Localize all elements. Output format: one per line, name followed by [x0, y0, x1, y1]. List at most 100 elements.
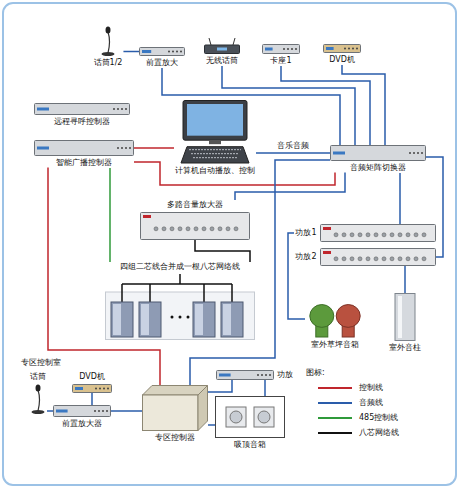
legend-label: 485控制线 [358, 413, 399, 423]
device-icon [305, 300, 365, 338]
region-label: 专区控制室 [20, 358, 62, 368]
device-display [219, 374, 231, 377]
amplifier-knob [342, 233, 346, 237]
cable-connector [111, 410, 142, 412]
device-drawing [320, 248, 436, 266]
amplifier-knob [334, 257, 338, 261]
device-icon [204, 38, 240, 54]
device-icon [105, 274, 255, 340]
device-display [265, 48, 273, 51]
device-knob [103, 387, 105, 389]
mic-head [36, 384, 41, 391]
antenna [233, 38, 235, 45]
network-wire [122, 283, 232, 285]
controller-side [198, 386, 208, 431]
legend-swatch [318, 432, 352, 434]
device-label: 远程寻呼控制器 [53, 117, 111, 127]
device-node: DVD机 [323, 44, 361, 65]
device-label: 无线话筒 [205, 56, 239, 66]
speaker-face [195, 304, 203, 335]
device-knob [125, 108, 127, 110]
amplifier-knob [406, 257, 410, 261]
device-label: 智能广播控制器 [55, 158, 113, 168]
amplifier-knob [154, 226, 158, 230]
cable-connector [47, 410, 53, 412]
amplifier-knob [422, 233, 426, 237]
classroom-speaker [193, 302, 215, 337]
device-node: 远程寻呼控制器 [34, 103, 130, 127]
amplifier-knob [382, 257, 386, 261]
cable-connector [208, 424, 215, 426]
network-wire [121, 284, 123, 302]
device-node: DVD机 [72, 372, 112, 393]
ellipsis-dot [179, 315, 182, 318]
lawn-speaker-cap [310, 305, 334, 328]
cable-connector [281, 66, 370, 145]
device-knob [344, 48, 346, 50]
device-label: 室外草坪音箱 [310, 340, 360, 350]
device-icon [53, 405, 111, 417]
device-node: 室外草坪音箱 [305, 300, 365, 350]
device-node: 音频矩阵切换器 [330, 145, 426, 173]
device-node: 前置放大器 [53, 405, 111, 429]
device-node: 室外音柱 [388, 293, 422, 353]
legend-row: 八芯网络线 [318, 428, 400, 438]
device-node: 功放 [216, 370, 294, 380]
keyboard-keys [193, 157, 237, 158]
legend-label: 音频线 [358, 398, 384, 408]
amplifier-knob [202, 226, 206, 230]
amplifier-knob [170, 226, 174, 230]
device-knob [421, 152, 423, 154]
device-body [331, 146, 426, 161]
legend-swatch [318, 387, 352, 389]
ceiling-speaker-cone [230, 411, 242, 423]
device-icon [215, 396, 285, 438]
device-icon [140, 212, 250, 240]
device-drawing [31, 384, 45, 414]
amplifier-knob [382, 233, 386, 237]
device-knob [168, 51, 170, 53]
amplifier-knob [162, 226, 166, 230]
device-knob [409, 152, 411, 154]
cable-connector [195, 240, 250, 262]
device-label: 功放1 [294, 228, 317, 238]
device-icon [31, 384, 45, 414]
device-icon [330, 145, 426, 161]
device-knob [113, 108, 115, 110]
device-node: 话筒1/2 [93, 26, 124, 68]
amplifier-body [141, 212, 250, 239]
mic-head [106, 27, 111, 34]
device-display [37, 147, 49, 150]
amplifier-knob [414, 233, 418, 237]
device-knob [172, 51, 174, 53]
amplifier-body [320, 225, 435, 242]
network-wire [231, 284, 233, 302]
cable-connector [404, 266, 406, 293]
device-node: 无线话筒 [204, 38, 240, 66]
legend-row: 控制线 [318, 383, 384, 393]
device-knob [121, 108, 123, 110]
device-drawing [392, 293, 418, 341]
device-label: 话筒1/2 [93, 58, 124, 68]
device-knob [295, 48, 297, 50]
amplifier-knob [186, 226, 190, 230]
ceiling-speaker-cone [258, 411, 270, 423]
device-icon [262, 44, 300, 54]
amplifier-knob [358, 233, 362, 237]
monitor-stand [209, 140, 221, 144]
device-drawing [140, 212, 250, 240]
device-knob [176, 51, 178, 53]
device-knob [283, 48, 285, 50]
network-wire [179, 274, 181, 284]
device-node: 卡座1 [262, 44, 300, 66]
amplifier-knob [234, 226, 238, 230]
device-drawing [72, 384, 112, 393]
device-knob [291, 48, 293, 50]
device-knob [117, 147, 119, 149]
amplifier-knob [194, 226, 198, 230]
device-knob [99, 387, 101, 389]
device-body [140, 48, 185, 56]
device-drawing [320, 224, 436, 242]
cable-connector [48, 168, 160, 385]
